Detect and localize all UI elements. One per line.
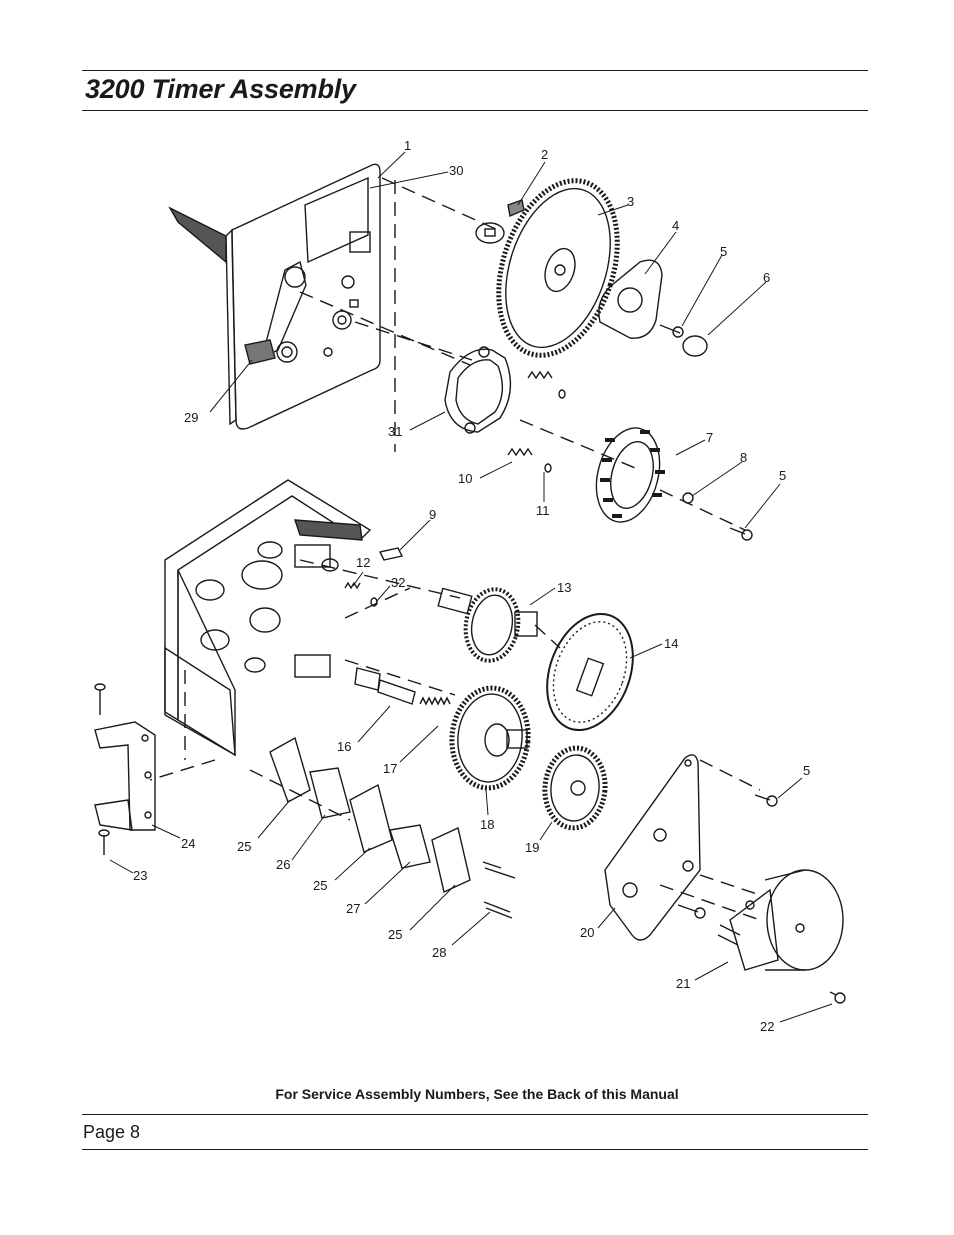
alignment-lines — [149, 177, 761, 921]
cam-lever — [244, 260, 307, 365]
callout-6: 6 — [763, 270, 770, 285]
knob — [598, 259, 663, 339]
callout-7: 7 — [706, 430, 713, 445]
callout-23: 23 — [133, 868, 147, 883]
washer — [682, 492, 694, 504]
callout-18: 18 — [480, 817, 494, 832]
callout-25-c: 25 — [388, 927, 402, 942]
dial — [546, 612, 634, 732]
callout-31: 31 — [388, 424, 402, 439]
screw — [659, 324, 684, 338]
callout-1: 1 — [404, 138, 411, 153]
micro-switches — [269, 736, 516, 919]
motor-plate — [604, 754, 701, 941]
callout-4: 4 — [672, 218, 679, 233]
callout-25-a: 25 — [237, 839, 251, 854]
callout-16: 16 — [337, 739, 351, 754]
screw — [677, 794, 778, 919]
callout-5-top: 5 — [720, 244, 727, 259]
page-title: 3200 Timer Assembly — [85, 74, 356, 104]
callout-14: 14 — [664, 636, 678, 651]
timer-motor — [717, 869, 844, 971]
leader-lines — [109, 151, 833, 1023]
footer-rule-bottom — [82, 1149, 868, 1150]
callout-26: 26 — [276, 857, 290, 872]
callout-3: 3 — [627, 194, 634, 209]
gear-shaft — [437, 587, 538, 663]
callout-19: 19 — [525, 840, 539, 855]
callout-22: 22 — [760, 1019, 774, 1034]
springs — [344, 370, 566, 607]
screw — [829, 991, 846, 1004]
callout-2: 2 — [541, 147, 548, 162]
callout-10: 10 — [458, 471, 472, 486]
pin — [378, 547, 404, 561]
small-gear — [542, 745, 608, 831]
screw — [729, 527, 753, 541]
switch-bracket — [94, 683, 156, 855]
callout-9: 9 — [429, 507, 436, 522]
drive-gear — [475, 178, 620, 358]
callout-32: 32 — [391, 575, 405, 590]
title-underline — [82, 110, 868, 111]
callout-5-low: 5 — [803, 763, 810, 778]
page-number: Page 8 — [83, 1122, 141, 1142]
timer-plate — [168, 163, 381, 430]
callout-11: 11 — [536, 503, 550, 518]
cam-wheel — [595, 427, 665, 523]
exploded-parts-diagram: 1 30 2 3 4 5 6 29 31 7 8 5 10 11 9 12 32… — [94, 138, 846, 1034]
callout-25-b: 25 — [313, 878, 327, 893]
footer-rule-top — [82, 1114, 868, 1115]
timer-housing — [164, 479, 372, 757]
callout-29: 29 — [184, 410, 198, 425]
service-note: For Service Assembly Numbers, See the Ba… — [275, 1086, 679, 1102]
callout-21: 21 — [676, 976, 690, 991]
callout-13: 13 — [557, 580, 571, 595]
callout-12: 12 — [356, 555, 370, 570]
callout-8: 8 — [740, 450, 747, 465]
top-rule — [82, 70, 868, 71]
callout-27: 27 — [346, 901, 360, 916]
callout-labels: 1 30 2 3 4 5 6 29 31 7 8 5 10 11 9 12 32… — [133, 138, 810, 1034]
large-gear — [449, 685, 531, 791]
callout-24: 24 — [181, 836, 195, 851]
callout-5-mid: 5 — [779, 468, 786, 483]
callout-30: 30 — [449, 163, 463, 178]
pinion-shaft — [354, 667, 451, 706]
cap — [682, 335, 708, 357]
callout-28: 28 — [432, 945, 446, 960]
callout-20: 20 — [580, 925, 594, 940]
gasket — [444, 346, 512, 434]
callout-17: 17 — [383, 761, 397, 776]
